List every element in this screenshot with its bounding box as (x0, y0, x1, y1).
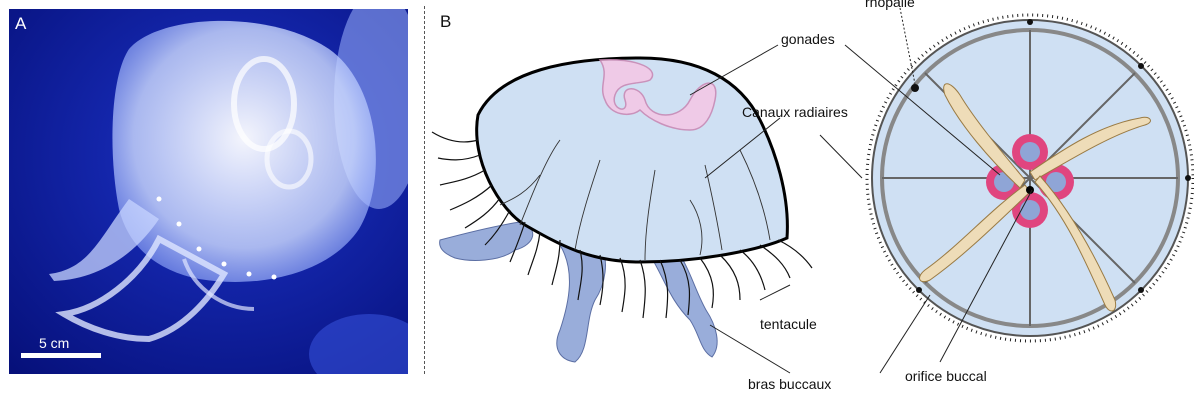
top-view (867, 15, 1193, 341)
label-canaux-radiaires: Canaux radiaires (742, 104, 848, 120)
label-gonades: gonades (781, 31, 835, 47)
label-rhopalie: rhopalie (865, 0, 915, 10)
label-tentacule: tentacule (760, 316, 817, 332)
label-bras-buccaux: bras buccaux (748, 376, 831, 392)
label-orifice-buccal: orifice buccal (905, 368, 987, 384)
